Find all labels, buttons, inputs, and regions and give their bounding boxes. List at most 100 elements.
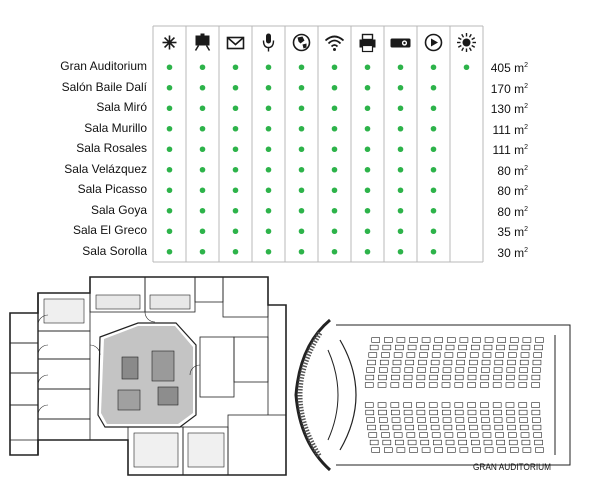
seat — [492, 382, 502, 388]
seat — [406, 432, 416, 438]
amenity-dot — [232, 125, 239, 132]
floorplan-caption: GRAN AUDITORIUM — [472, 462, 552, 472]
amenity-dot — [364, 84, 371, 91]
seat — [494, 359, 504, 366]
amenity-dot — [265, 207, 272, 214]
seat — [379, 424, 389, 431]
amenity-dot — [232, 207, 239, 214]
seat — [416, 402, 425, 408]
amenity-dot — [298, 248, 305, 255]
seat — [482, 352, 492, 358]
amenity-dot — [265, 105, 272, 112]
amenity-dot — [166, 84, 173, 91]
seat — [368, 352, 378, 358]
seat — [409, 447, 418, 453]
seat — [431, 352, 441, 358]
seat — [534, 344, 543, 351]
seat — [407, 344, 417, 351]
floor-plan-furniture — [43, 294, 225, 468]
amenity-dot — [199, 84, 206, 91]
room-name: Sala Rosales — [76, 141, 147, 156]
amenity-dot — [298, 207, 305, 214]
amenity-dot — [331, 187, 338, 194]
amenity-dot — [331, 64, 338, 71]
seat — [382, 344, 392, 351]
room-area: 130 m2 — [490, 102, 528, 117]
seat — [531, 402, 540, 408]
seat — [469, 432, 479, 438]
seat — [471, 344, 480, 351]
seat — [409, 337, 418, 343]
amenity-dot — [364, 248, 371, 255]
seat — [393, 352, 403, 358]
seat — [431, 432, 441, 438]
seat — [391, 367, 401, 373]
seat — [433, 439, 442, 446]
seat — [383, 337, 393, 343]
amenity-dot — [199, 248, 206, 255]
amenity-dot — [364, 125, 371, 132]
amenity-dot — [166, 166, 173, 173]
seat — [533, 432, 542, 438]
sun-icon — [457, 33, 476, 52]
seat — [371, 447, 380, 453]
seat — [378, 409, 387, 416]
seat — [367, 359, 376, 366]
seat — [494, 424, 504, 431]
amenity-dot — [199, 228, 206, 235]
seat — [392, 424, 402, 431]
seat — [417, 367, 426, 373]
seat — [405, 359, 415, 366]
amenity-dot — [331, 166, 338, 173]
seat — [407, 439, 417, 446]
amenity-dot — [298, 64, 305, 71]
seat — [454, 374, 464, 381]
seat — [480, 374, 490, 381]
seat — [458, 439, 467, 446]
seat — [493, 374, 502, 381]
seat — [533, 352, 542, 358]
seat — [518, 374, 528, 381]
amenity-dot — [397, 166, 404, 173]
room-name: Sala Miró — [96, 100, 147, 115]
amenity-dot — [397, 248, 404, 255]
room-area: 111 m2 — [492, 122, 528, 137]
seat — [522, 337, 532, 343]
seat — [484, 337, 494, 343]
amenity-dot — [364, 207, 371, 214]
seat — [508, 439, 518, 446]
amenity-dot — [232, 105, 239, 112]
seat — [377, 382, 387, 388]
room-area: 111 m2 — [492, 143, 528, 158]
seat — [379, 359, 389, 366]
seat — [532, 367, 541, 373]
seat — [441, 382, 451, 388]
amenity-dot — [430, 187, 437, 194]
seat — [519, 367, 528, 373]
seat — [531, 374, 541, 381]
amenity-dot — [364, 146, 371, 153]
seat — [508, 352, 517, 358]
amenity-dot — [364, 64, 371, 71]
seat — [393, 432, 403, 438]
seat — [507, 359, 516, 366]
floor-plan-left — [9, 276, 287, 476]
amenity-dot — [166, 64, 173, 71]
amenity-dot — [232, 228, 239, 235]
amenity-dot — [430, 125, 437, 132]
room-area: 405 m2 — [490, 61, 528, 76]
amenity-dot — [232, 166, 239, 173]
amenity-dot — [397, 105, 404, 112]
seat — [508, 432, 517, 438]
room-name: Gran Auditorium — [60, 59, 147, 74]
seat — [467, 374, 477, 381]
amenity-dot — [397, 146, 404, 153]
seat — [469, 359, 478, 366]
amenity-dot — [298, 105, 305, 112]
seat — [421, 337, 431, 343]
seat — [377, 402, 387, 408]
amenity-dot — [298, 166, 305, 173]
seat — [522, 447, 532, 453]
amenity-dot — [232, 84, 239, 91]
seat — [506, 367, 516, 373]
